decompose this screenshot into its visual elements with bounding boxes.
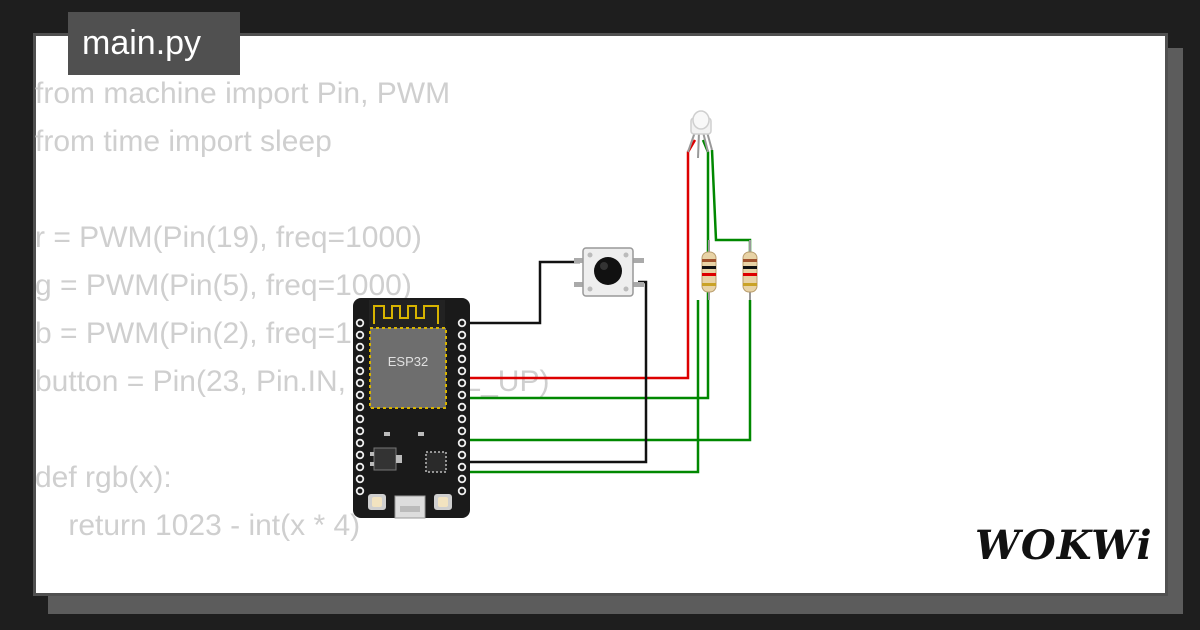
wires	[462, 139, 752, 474]
code-line: def rgb(x):	[35, 461, 172, 494]
right-pin-header	[457, 318, 467, 496]
code-line: r = PWM(Pin(19), freq=1000)	[35, 221, 422, 254]
code-line: from time import sleep	[35, 125, 332, 158]
resistor-icon[interactable]	[701, 240, 717, 300]
rgb-led-icon[interactable]	[687, 110, 713, 159]
preview-card	[33, 33, 1168, 596]
file-tab[interactable]: main.py	[68, 12, 240, 75]
wire-green-led-top[interactable]	[710, 149, 752, 252]
wokwi-logo: WOKWi	[975, 522, 1153, 569]
wire-black-button-top[interactable]	[462, 260, 580, 325]
code-line: from machine import Pin, PWM	[35, 77, 451, 110]
wire-green-resistor-1[interactable]	[462, 300, 700, 474]
esp32-board-icon[interactable]: ESP32	[353, 298, 470, 519]
left-pin-header	[355, 318, 365, 496]
code-line: return 1023 - int(x * 4)	[35, 509, 361, 542]
code-line: g = PWM(Pin(5), freq=1000)	[35, 269, 412, 302]
wire-green-resistor-2[interactable]	[462, 300, 752, 442]
chip-label: ESP32	[388, 354, 428, 369]
resistor-icon[interactable]	[742, 240, 758, 300]
wire-black-button-bottom[interactable]	[462, 280, 648, 464]
push-button-icon[interactable]	[574, 247, 644, 297]
wire-red[interactable]	[462, 139, 697, 380]
